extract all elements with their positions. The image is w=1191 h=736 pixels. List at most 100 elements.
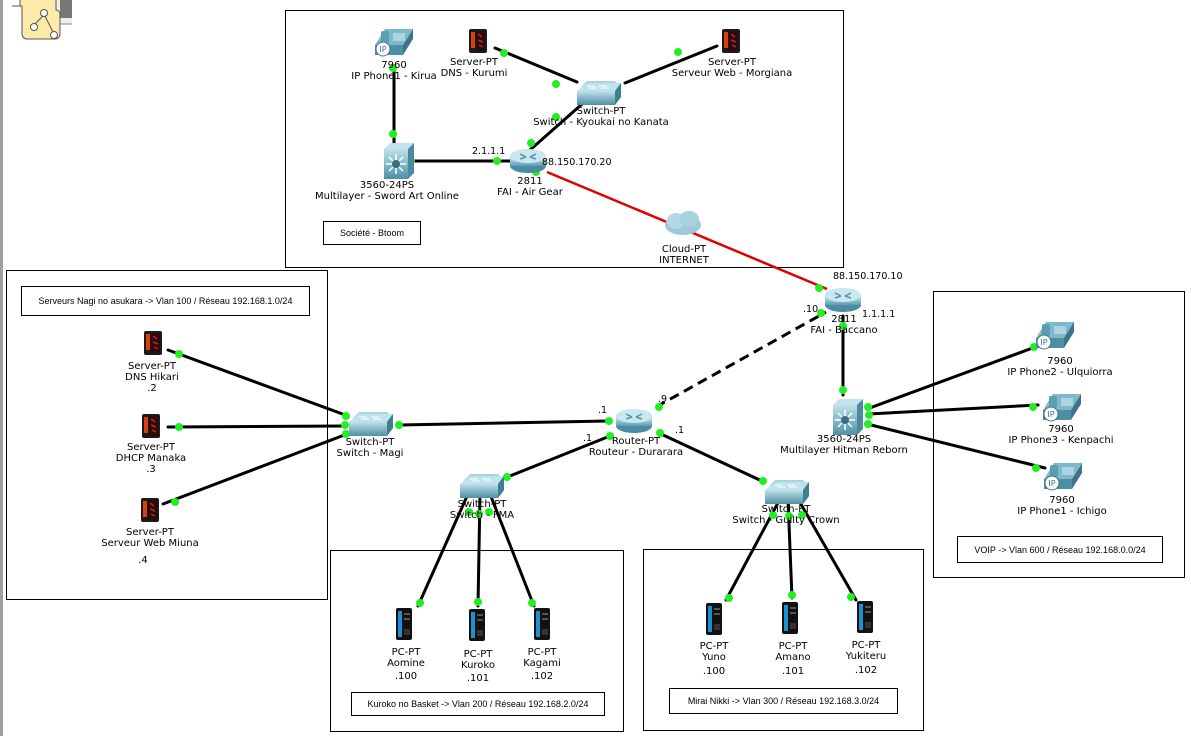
pc-kuroko-icon[interactable]: [469, 609, 485, 641]
label-multilayer-sao: 3560-24PS Multilayer - Sword Art Online: [315, 180, 459, 202]
pc-kagami-icon[interactable]: [534, 608, 550, 640]
multilayer-hitman-icon[interactable]: [832, 399, 864, 435]
link-hikari-magi[interactable]: [166, 348, 350, 418]
port-light: [171, 498, 179, 506]
link-hitman-kenpachi[interactable]: [866, 403, 1040, 416]
server-web-miuna-icon[interactable]: [140, 497, 160, 523]
logical-workspace-icon[interactable]: [12, 0, 72, 42]
ip-phone-ulquiorra-icon[interactable]: [1035, 321, 1075, 350]
router-durarara-icon[interactable]: [615, 408, 653, 434]
ip-phone-ichigo-icon[interactable]: [1043, 462, 1083, 491]
label-pc-yuno: PC-PT Yuno .100: [700, 641, 729, 677]
device-model: Switch-PT: [457, 499, 507, 510]
ip-phone-kenpachi-icon[interactable]: [1042, 393, 1082, 422]
area-kuroko[interactable]: [330, 550, 624, 732]
device-ip: .3: [146, 464, 156, 475]
label-phone-ichigo: 7960 IP Phone1 - Ichigo: [1017, 495, 1107, 517]
server-web-morgiana-icon[interactable]: [721, 28, 741, 54]
area-nagi-servers[interactable]: [6, 270, 328, 600]
label-phone-kenpachi: 7960 IP Phone3 - Kenpachi: [1008, 424, 1113, 446]
note-nagi-servers[interactable]: Serveurs Nagi no asukara -> Vlan 100 / R…: [21, 286, 310, 316]
device-name: FAI - Air Gear: [497, 187, 563, 198]
port-light: [465, 508, 473, 516]
switch-magi-icon[interactable]: [348, 412, 394, 436]
port-light: [847, 593, 855, 601]
router-baccano-icon[interactable]: [824, 287, 862, 313]
device-model: PC-PT: [463, 649, 493, 660]
server-dns-hikari-icon[interactable]: [143, 330, 163, 356]
device-name: Routeur - Durarara: [588, 447, 684, 458]
area-voip[interactable]: [933, 291, 1185, 578]
port-light: [674, 48, 682, 56]
device-model: PC-PT: [527, 647, 557, 658]
device-name: Multilayer Hitman Reborn: [780, 445, 908, 456]
area-societe-btoom[interactable]: [285, 10, 844, 268]
label-cloud-internet: Cloud-PT INTERNET: [659, 244, 709, 266]
switch-kyoukai-icon[interactable]: [576, 81, 622, 105]
port-light: [552, 80, 560, 88]
port-light: [175, 350, 183, 358]
pc-amano-icon[interactable]: [782, 602, 798, 634]
switch-fma-icon[interactable]: [459, 474, 505, 498]
ip-label-durarara-fma: .1: [583, 433, 593, 444]
port-light: [500, 49, 508, 57]
note-societe-btoom[interactable]: Société - Btoom: [323, 221, 421, 245]
port-light: [769, 511, 777, 519]
link-miuna-magi[interactable]: [161, 432, 349, 506]
note-kuroko[interactable]: Kuroko no Basket -> Vlan 200 / Réseau 19…: [351, 692, 605, 716]
link-kurumi-kyoukai[interactable]: [493, 46, 579, 84]
device-model: Server-PT: [450, 57, 498, 68]
device-model: Switch-PT: [345, 437, 395, 448]
link-hitman-ichigo[interactable]: [865, 422, 1047, 470]
pc-yuno-icon[interactable]: [706, 603, 722, 635]
device-ip: .100: [702, 666, 726, 677]
label-router-durarara: Router-PT Routeur - Durarara: [589, 436, 683, 458]
link-durarara-baccano-crossover[interactable]: [655, 310, 827, 409]
device-model: 7960: [1048, 424, 1074, 435]
link-manaka-magi[interactable]: [166, 424, 347, 429]
link-fma-kagami[interactable]: [488, 492, 536, 608]
link-guilty-yukiteru[interactable]: [796, 497, 858, 602]
label-pc-kagami: PC-PT Kagami .102: [523, 647, 561, 682]
note-voip[interactable]: VOIP -> Vlan 600 / Réseau 192.168.0.0/24: [957, 536, 1163, 563]
ip-phone-kirua-icon[interactable]: [374, 28, 414, 57]
port-light: [798, 511, 806, 519]
switch-guilty-icon[interactable]: [764, 480, 810, 504]
pc-yukiteru-icon[interactable]: [857, 601, 873, 633]
link-magi-durarara[interactable]: [398, 419, 610, 427]
link-morgiana-kyoukai[interactable]: [623, 44, 719, 85]
device-name: Serveur Web Miuna: [101, 538, 199, 549]
link-fma-aomine[interactable]: [416, 492, 470, 608]
port-light: [395, 421, 403, 429]
label-pc-amano: PC-PT Amano .101: [775, 641, 810, 677]
device-name: Kagami: [523, 658, 561, 669]
pc-aomine-icon[interactable]: [396, 608, 412, 640]
cloud-internet-icon[interactable]: [665, 211, 701, 235]
port-light: [656, 429, 664, 437]
server-dns-kurumi-icon[interactable]: [468, 28, 488, 54]
area-mirai[interactable]: [643, 549, 924, 731]
device-name: FAI - Baccano: [810, 325, 878, 336]
router-airgear-icon[interactable]: [509, 148, 547, 174]
link-durarara-fma[interactable]: [503, 434, 612, 480]
server-dhcp-manaka-icon[interactable]: [141, 413, 161, 439]
device-model: Server-PT: [128, 361, 176, 372]
device-name: Kuroko: [461, 660, 495, 671]
link-hitman-ulquiorra[interactable]: [865, 344, 1040, 411]
workspace-left-edge: [0, 0, 3, 736]
link-durarara-guilty[interactable]: [659, 432, 766, 484]
port-lights: [171, 48, 1040, 607]
note-mirai[interactable]: Mirai Nikki -> Vlan 300 / Réseau 192.168…: [669, 688, 898, 714]
port-light: [475, 510, 483, 518]
device-ip: .101: [466, 673, 490, 684]
port-light: [342, 412, 350, 420]
link-airgear-kyoukai[interactable]: [528, 95, 592, 152]
device-ip: .2: [147, 383, 157, 394]
port-light: [785, 512, 793, 520]
multilayer-sao-icon[interactable]: [383, 143, 415, 179]
port-light: [416, 599, 424, 607]
label-switch-kyoukai: Switch-PT Switch - Kyoukai no Kanata: [533, 106, 669, 128]
ip-label-durarara-magi: .1: [598, 405, 608, 416]
port-light: [389, 130, 397, 138]
